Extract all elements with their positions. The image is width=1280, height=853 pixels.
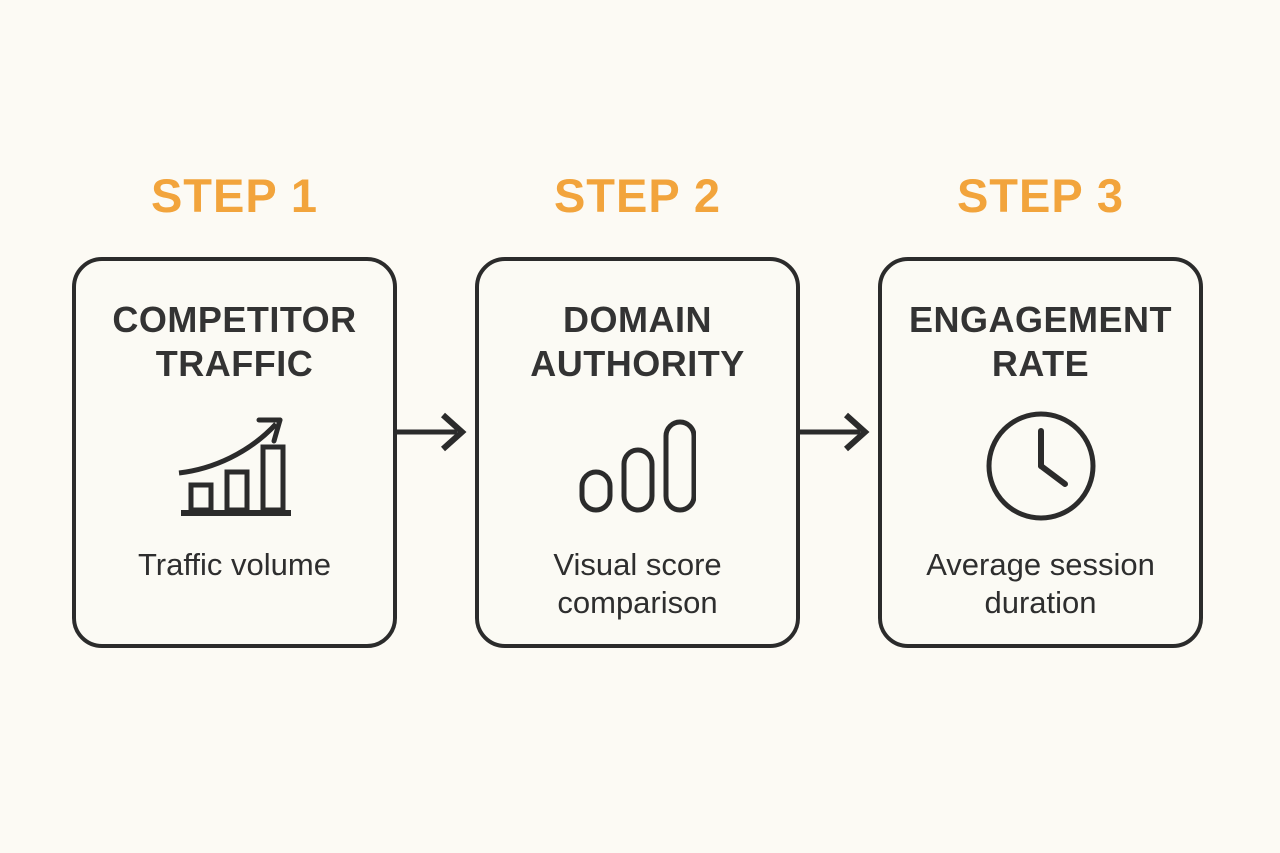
step-1-caption: Traffic volume [138,547,331,582]
step-1-card: COMPETITOR TRAFFIC Traffic volume [72,257,397,648]
step-3-label: STEP 3 [956,169,1125,222]
step-1-title: COMPETITOR TRAFFIC [112,299,357,384]
step-2-card: DOMAIN AUTHORITY Visual score comparison [475,257,800,648]
step-3-caption: Average session duration [926,547,1155,620]
step-3-card: ENGAGEMENT RATE Average session duration [878,257,1203,648]
step-2-caption: Visual score comparison [553,547,722,620]
step-2-title: DOMAIN AUTHORITY [530,299,745,384]
clock-icon [986,411,1095,521]
arrow-gap-2 [800,172,878,648]
step-3-icon-wrap [985,410,1097,522]
steps-flow: STEP 1 COMPETITOR TRAFFIC Traffic volume [72,172,1203,648]
step-column-2: STEP 2 DOMAIN AUTHORITY Visual score com… [475,172,800,648]
step-1-icon-wrap [177,410,293,522]
flow-arrow-right-icon [800,412,870,452]
flow-arrow-right-icon [397,412,467,452]
step-2-icon-wrap [579,410,696,522]
traffic-growth-chart-icon [178,417,291,516]
arrow-gap-1 [397,172,475,648]
step-2-label: STEP 2 [553,169,722,222]
step-column-1: STEP 1 COMPETITOR TRAFFIC Traffic volume [72,172,397,648]
step-column-3: STEP 3 ENGAGEMENT RATE Average session d… [878,172,1203,648]
step-3-title: ENGAGEMENT RATE [908,299,1172,384]
signal-bars-icon [579,419,696,513]
step-1-label: STEP 1 [150,169,319,222]
